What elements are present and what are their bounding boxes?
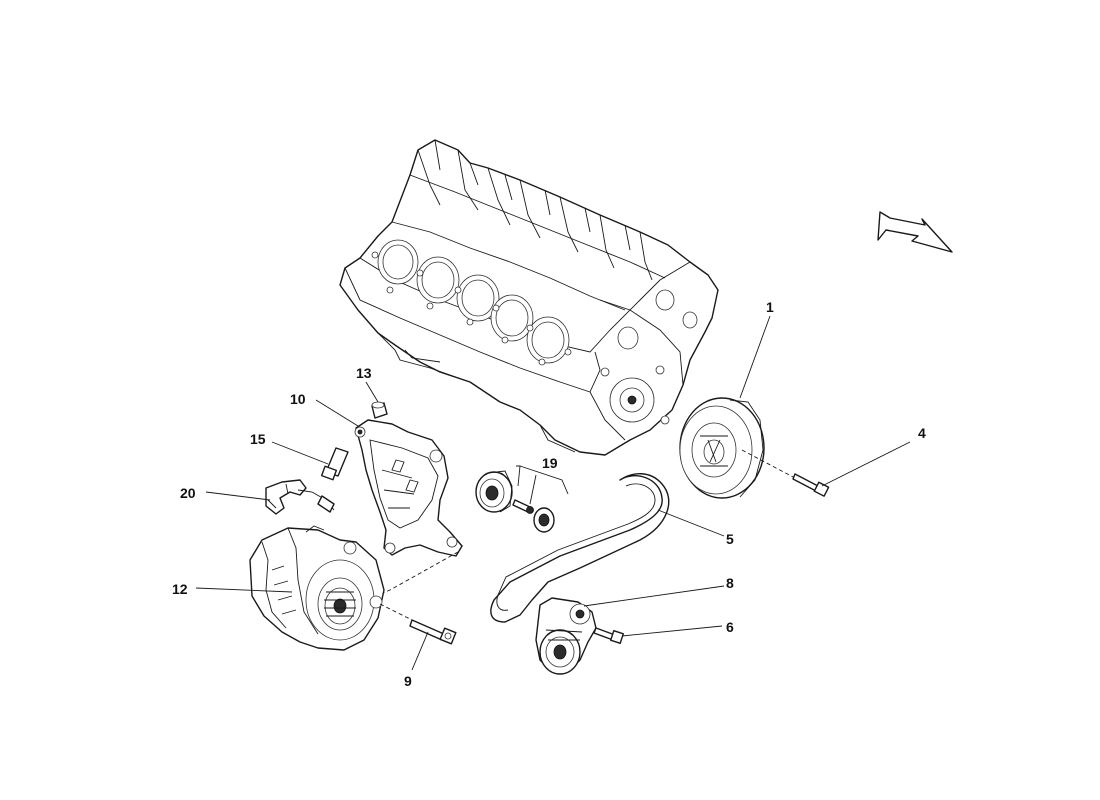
- callout-labels: 1 4 5 6 8 9 10 12 13 15 19 20: [172, 299, 926, 689]
- alternator: [249, 525, 385, 651]
- leader-13: [365, 381, 379, 403]
- bracket-bolt: [320, 447, 349, 481]
- alternator-bracket: [354, 419, 463, 557]
- alternator-bolt-axis: [379, 603, 413, 621]
- leader-8: [583, 585, 725, 607]
- leader-15: [271, 441, 329, 465]
- leader-lines: [195, 315, 911, 671]
- leader-19-bracket: [516, 465, 569, 505]
- pulley-bolt: [792, 473, 830, 497]
- leader-20: [205, 491, 271, 501]
- callout-8: 8: [726, 575, 734, 591]
- leader-10: [315, 399, 359, 427]
- callout-13: 13: [356, 365, 372, 381]
- leader-9: [411, 631, 429, 671]
- callout-4: 4: [918, 425, 926, 441]
- alternator-bolt: [409, 619, 457, 645]
- bracket-mount-line: [371, 551, 459, 599]
- callout-15: 15: [250, 431, 266, 447]
- crankshaft-pulley: [679, 397, 765, 499]
- leader-1: [739, 315, 771, 399]
- belt-tensioner: [535, 597, 597, 675]
- callout-9: 9: [404, 673, 412, 689]
- idler-cover-cap: [533, 507, 555, 533]
- bracket-dowel: [371, 401, 388, 419]
- idler-pulley: [475, 470, 513, 513]
- callout-6: 6: [726, 619, 734, 635]
- callout-19: 19: [542, 455, 558, 471]
- callout-1: 1: [766, 299, 774, 315]
- callout-12: 12: [172, 581, 188, 597]
- engine-block: [339, 139, 719, 456]
- callout-10: 10: [290, 391, 306, 407]
- pulley-bolt-axis: [741, 449, 796, 479]
- idler-bolt: [512, 499, 534, 514]
- leader-4: [821, 441, 911, 487]
- callout-20: 20: [180, 485, 196, 501]
- drive-belt: [490, 473, 670, 623]
- connector-cable: [265, 479, 335, 515]
- leader-5: [657, 509, 725, 537]
- tensioner-bolt: [593, 627, 625, 645]
- callout-5: 5: [726, 531, 734, 547]
- leader-6: [621, 625, 723, 637]
- direction-arrow-icon: [877, 211, 953, 253]
- leader-12: [195, 587, 293, 593]
